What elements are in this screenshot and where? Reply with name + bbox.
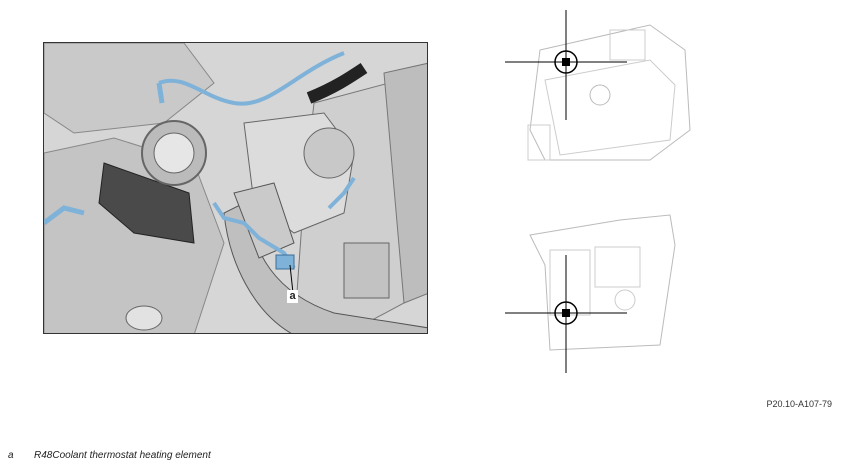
intake-port-inner xyxy=(153,132,195,174)
engine-drawing xyxy=(44,43,427,333)
legend: a R48Coolant thermostat heating element xyxy=(8,450,211,461)
locator-top-view xyxy=(500,10,700,170)
oil-cap xyxy=(125,305,163,331)
engine-illustration xyxy=(43,42,428,334)
housing-flange xyxy=(303,127,355,179)
legend-key: a xyxy=(8,450,14,461)
locator-top-drawing xyxy=(505,10,691,161)
engine-cover-top xyxy=(544,59,676,156)
pump-body xyxy=(343,242,390,299)
locator-side-view xyxy=(500,205,700,373)
reference-code: P20.10-A107-79 xyxy=(766,399,832,409)
crosshair-ring-side xyxy=(554,301,578,325)
callout-leader xyxy=(289,264,294,294)
wiring-harness-top xyxy=(158,51,345,106)
legend-text: R48Coolant thermostat heating element xyxy=(34,450,211,461)
intake-duct xyxy=(527,124,551,161)
pipe-elbow xyxy=(233,182,295,259)
cylinder-block xyxy=(549,249,591,316)
brand-emblem xyxy=(589,84,611,106)
air-filter xyxy=(609,29,646,61)
engine-block-left xyxy=(44,137,225,333)
engine-outline-side xyxy=(529,214,676,351)
engine-edge-right xyxy=(383,62,427,304)
wiring-harness-right xyxy=(327,176,356,210)
bracket-dark xyxy=(98,162,195,244)
turbo-housing xyxy=(594,246,641,288)
location-marker-side xyxy=(562,309,570,317)
callout-label-a: a xyxy=(287,290,298,303)
heating-element-connector xyxy=(275,254,295,270)
crosshair-ring xyxy=(554,50,578,74)
connector-top xyxy=(156,82,165,104)
locator-side-drawing xyxy=(505,214,676,373)
engine-outline-top xyxy=(529,24,691,161)
pulley xyxy=(614,289,636,311)
connector-left xyxy=(44,205,85,225)
black-hose xyxy=(306,63,368,104)
location-marker xyxy=(562,58,570,66)
